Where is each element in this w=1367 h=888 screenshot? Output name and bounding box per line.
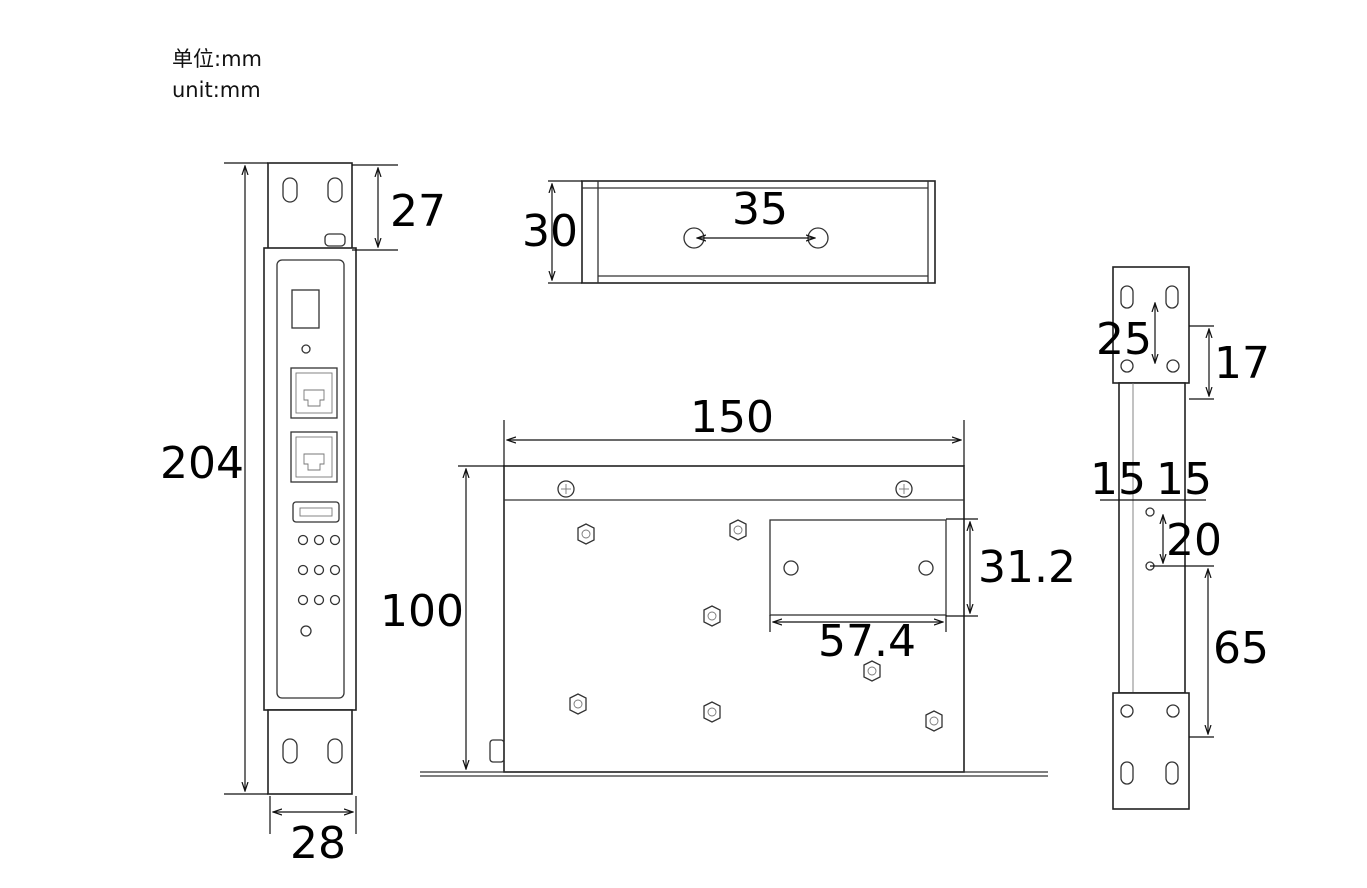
antenna-connector [324, 233, 346, 247]
dim-rear-ear-b: 17 [1214, 338, 1270, 389]
side-plate [769, 519, 947, 616]
rear-bottom-ear [1112, 692, 1190, 810]
keyhole-slot [327, 177, 343, 203]
hex-nuts [569, 519, 943, 732]
front-view: 204 28 27 [160, 162, 446, 869]
dim-plate-width: 57.4 [818, 616, 916, 667]
dim-side-width: 150 [690, 392, 774, 443]
ethernet-port-2 [290, 431, 338, 483]
rear-screw [1166, 704, 1180, 718]
plate-hole [918, 560, 934, 576]
dim-rear-bottom: 65 [1213, 623, 1269, 674]
front-bottom-ear [267, 709, 353, 795]
display-window [291, 289, 320, 329]
dim-rear-offset-left: 15 [1090, 454, 1146, 505]
ethernet-port-1 [290, 367, 338, 419]
dim-rear-ear-a: 25 [1096, 314, 1152, 365]
usb-port [292, 501, 340, 523]
top-body [581, 180, 936, 284]
dim-rear-hole-spacing: 20 [1166, 515, 1222, 566]
rear-screw [1120, 359, 1134, 373]
screw-top-right [895, 480, 913, 498]
dim-front-height: 204 [160, 438, 244, 489]
front-top-ear [267, 162, 353, 252]
unit-note: 单位:mm unit:mm [172, 44, 262, 106]
led-indicator [301, 344, 311, 354]
keyhole-slot [1120, 285, 1134, 309]
keyhole-slot [1165, 761, 1179, 785]
unit-label-cn: 单位:mm [172, 47, 262, 71]
rear-view: 25 17 15 15 20 65 [1090, 266, 1270, 810]
rear-body [1118, 382, 1186, 694]
reset-button-hole [300, 625, 312, 637]
front-panel [276, 259, 345, 699]
keyhole-slot [282, 177, 298, 203]
rear-small-hole [1145, 507, 1155, 517]
keyhole-slot [1120, 761, 1134, 785]
dim-rear-offset-right: 15 [1156, 454, 1212, 505]
keyhole-slot [1165, 285, 1179, 309]
keyhole-slot [327, 738, 343, 764]
rear-screw [1166, 359, 1180, 373]
plate-hole [783, 560, 799, 576]
keyhole-slot [282, 738, 298, 764]
dim-front-width: 28 [290, 818, 346, 869]
dim-top-depth: 30 [522, 206, 578, 257]
dim-top-hole-spacing: 35 [732, 184, 788, 235]
screw-top-left [557, 480, 575, 498]
dim-front-ear: 27 [390, 186, 446, 237]
dim-plate-height: 31.2 [978, 542, 1076, 593]
dim-side-height: 100 [380, 586, 464, 637]
rear-screw [1120, 704, 1134, 718]
top-view: 35 30 [522, 180, 936, 284]
side-view: 150 100 31.2 57.4 [380, 392, 1076, 777]
front-body [263, 247, 357, 711]
unit-label-en: unit:mm [172, 78, 261, 102]
led-grid [297, 534, 341, 606]
